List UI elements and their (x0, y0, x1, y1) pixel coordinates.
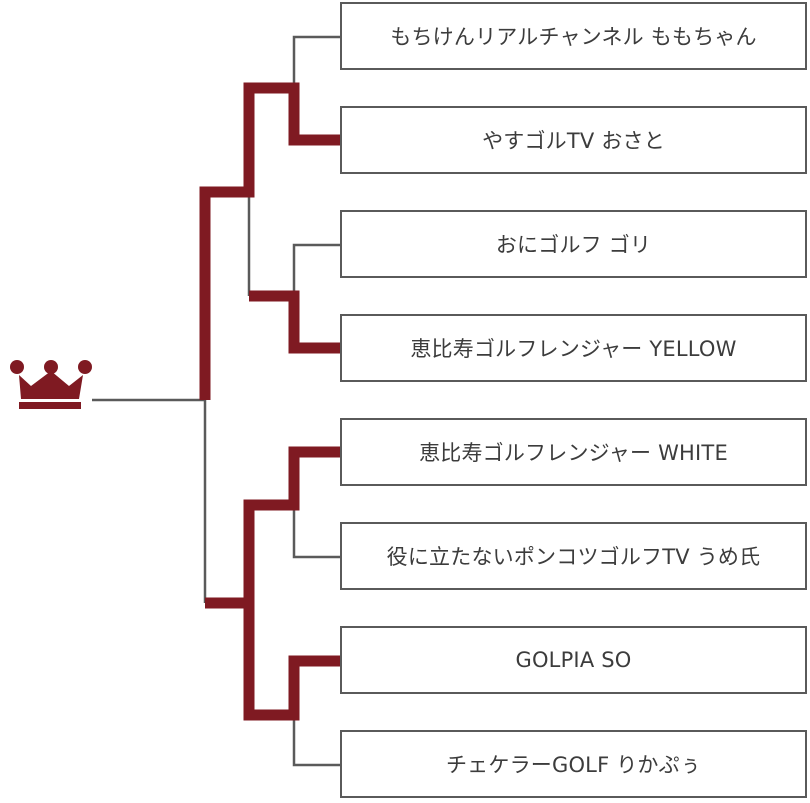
bracket-entry-5[interactable]: 恵比寿ゴルフレンジャー WHITE (340, 418, 807, 486)
entry-name: GOLPIA SO (515, 648, 632, 672)
r1-line-entry-6 (292, 508, 340, 559)
entry-name: チェケラーGOLF りかぷぅ (445, 753, 702, 777)
r1-line-entry-1 (292, 35, 340, 90)
entry-name: 役に立たないポンコツゴルフTV うめ氏 (386, 545, 761, 569)
bracket-entry-2[interactable]: やすゴルTV おさと (340, 106, 807, 174)
entry-name: もちけんリアルチャンネル ももちゃん (390, 25, 757, 49)
winner-path-top (199, 82, 340, 400)
bracket-entry-6[interactable]: 役に立たないポンコツゴルフTV うめ氏 (340, 522, 807, 590)
bracket-entry-4[interactable]: 恵比寿ゴルフレンジャー YELLOW (340, 314, 807, 382)
winner-path-r1-golpia (243, 603, 340, 721)
bracket-entry-7[interactable]: GOLPIA SO (340, 626, 807, 694)
entry-name: やすゴルTV おさと (482, 129, 665, 153)
crown-icon (10, 360, 92, 409)
bracket-entry-8[interactable]: チェケラーGOLF りかぷぅ (340, 730, 807, 798)
bracket-entry-3[interactable]: おにゴルフ ゴリ (340, 210, 807, 278)
entry-name: おにゴルフ ゴリ (495, 233, 652, 257)
entry-name: 恵比寿ゴルフレンジャー YELLOW (410, 337, 737, 361)
entry-name: 恵比寿ゴルフレンジャー WHITE (419, 441, 728, 465)
winner-path-r1-white (205, 446, 340, 609)
r1-line-entry-3 (292, 243, 340, 296)
bracket-entry-1[interactable]: もちけんリアルチャンネル ももちゃん (340, 2, 807, 70)
winner-path-r1-yellow (249, 290, 340, 354)
r1-line-entry-8 (292, 715, 340, 767)
